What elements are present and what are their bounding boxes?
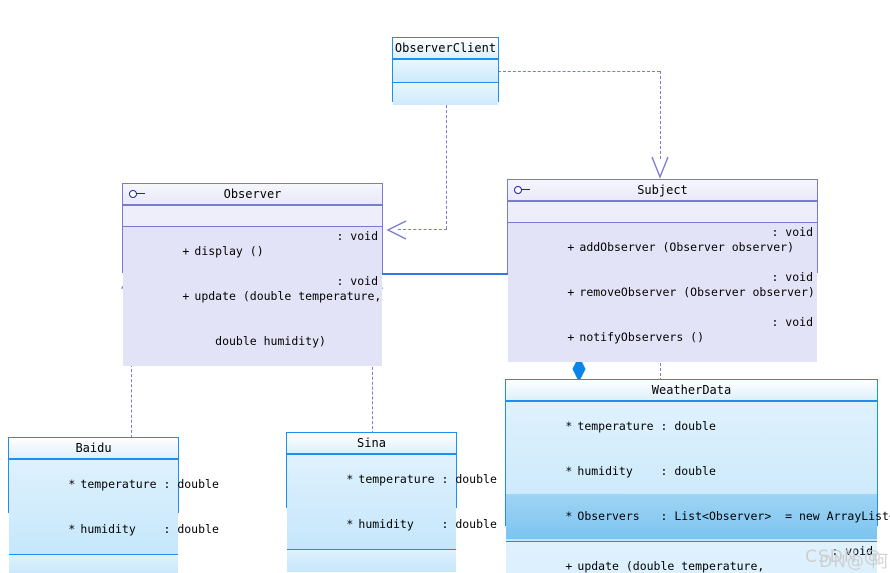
watermark-text-b: DN@ 阿同乐辣 [819,552,890,572]
visibility: + [182,244,190,258]
baidu-title: Baidu [9,438,178,459]
weather-data-attr-row[interactable]: * temperature : double [506,404,877,449]
observer-title: Observer [223,187,282,201]
signature: display () [194,244,264,258]
observer-title-bar: Observer [123,184,382,205]
baidu-operations [9,554,178,573]
subject-title: Subject [637,183,688,197]
sina-attr-row[interactable]: * temperature : double [287,457,496,502]
return-type: : void [771,315,813,329]
baidu-attr-row[interactable]: * humidity : double [9,507,218,552]
observer-client-title: ObserverClient [393,38,498,59]
csdn-watermark: CSDN @ DN@ 阿同乐辣 [805,547,890,572]
dep-client-observer-v [446,100,447,229]
class-box-observer[interactable]: Observer + display () : void + update (doub… [122,183,383,366]
class-box-weather-data[interactable]: WeatherData * temperature : double * humid… [505,379,890,573]
return-type: : void [771,270,813,284]
sina-title: Sina [287,433,456,454]
baidu-attributes: * temperature : double * humidity : double [9,459,219,554]
visibility: * [565,509,573,523]
visibility: * [68,522,76,536]
return-type: : void [336,274,378,288]
signature: Observers : List<Observer> = new ArrayLi… [577,509,890,523]
signature: temperature : double [80,477,219,491]
weather-data-attr-row[interactable]: * humidity : double [506,449,877,494]
class-box-sina[interactable]: Sina * temperature : double * humidity : d… [286,432,497,572]
observer-client-operations [393,82,498,105]
visibility: * [68,477,76,491]
class-box-subject[interactable]: Subject + addObserver (Observer observer)… [507,179,818,362]
class-box-observer-client[interactable]: ObserverClient [392,37,499,105]
visibility: + [567,240,575,254]
sina-attr-row[interactable]: * humidity : double [287,502,496,547]
signature: humidity : double [358,517,497,531]
dep-client-observer-arrowhead [386,219,408,241]
visibility: + [182,289,190,303]
subject-attributes [508,201,817,222]
visibility: * [565,464,573,478]
dep-client-subject-arrowhead [650,155,670,179]
class-box-baidu[interactable]: Baidu * temperature : double * humidity : … [8,437,219,573]
dep-client-subject-v [660,71,661,159]
signature: notifyObservers () [579,330,705,344]
signature: humidity : double [577,464,716,478]
weather-data-title: WeatherData [506,380,877,401]
observer-attributes [123,205,382,226]
interface-lollipop-icon [514,186,530,194]
visibility: + [565,559,573,573]
baidu-attr-row[interactable]: * temperature : double [9,462,218,507]
observer-op-row-continued[interactable]: double humidity) [123,319,382,364]
subject-op-row[interactable]: + addObserver (Observer observer): void [508,225,817,270]
comp-observer-weatherdata-h [252,273,580,275]
visibility: * [346,517,354,531]
signature: humidity : double [80,522,219,536]
return-type: : void [771,225,813,239]
watermark-text-a: CSDN @ [805,547,882,567]
observer-op-row[interactable]: + display () : void [123,229,382,274]
signature: removeObserver (Observer observer) [579,285,815,299]
return-type: : void [831,544,873,558]
weather-data-operations: +update (double temperature,: void doubl… [506,541,877,573]
subject-op-row[interactable]: + notifyObservers () : void [508,315,817,360]
subject-title-bar: Subject [508,180,817,201]
signature: update (double temperature, [577,559,765,573]
signature: temperature : double [358,472,497,486]
observer-op-row[interactable]: + update (double temperature,: void [123,274,382,319]
visibility: * [346,472,354,486]
sina-attributes: * temperature : double * humidity : double [287,454,497,549]
observer-operations: + display () : void + update (double temper… [123,226,382,366]
visibility: + [567,285,575,299]
sina-operations [287,549,456,572]
interface-lollipop-icon [129,190,145,198]
signature: addObserver (Observer observer) [579,240,795,254]
dep-client-observer-h [398,229,447,230]
weather-data-attr-row-selected[interactable]: * Observers : List<Observer> = new ArrayL… [506,494,890,539]
dep-client-subject-h1 [498,71,660,72]
weather-data-attributes: * temperature : double * humidity : double… [506,401,890,541]
weather-data-op-row[interactable]: + update (double temperature, : void [506,544,877,573]
visibility: * [565,419,573,433]
signature: update (double temperature, [194,289,382,303]
signature: temperature : double [577,419,716,433]
signature: double humidity) [194,334,326,348]
return-type: : void [336,229,378,243]
visibility: + [567,330,575,344]
observer-client-attributes [393,59,498,82]
subject-operations: +addObserver (Observer observer): void +… [508,222,817,362]
subject-op-row[interactable]: + removeObserver (Observer observer): voi… [508,270,817,315]
